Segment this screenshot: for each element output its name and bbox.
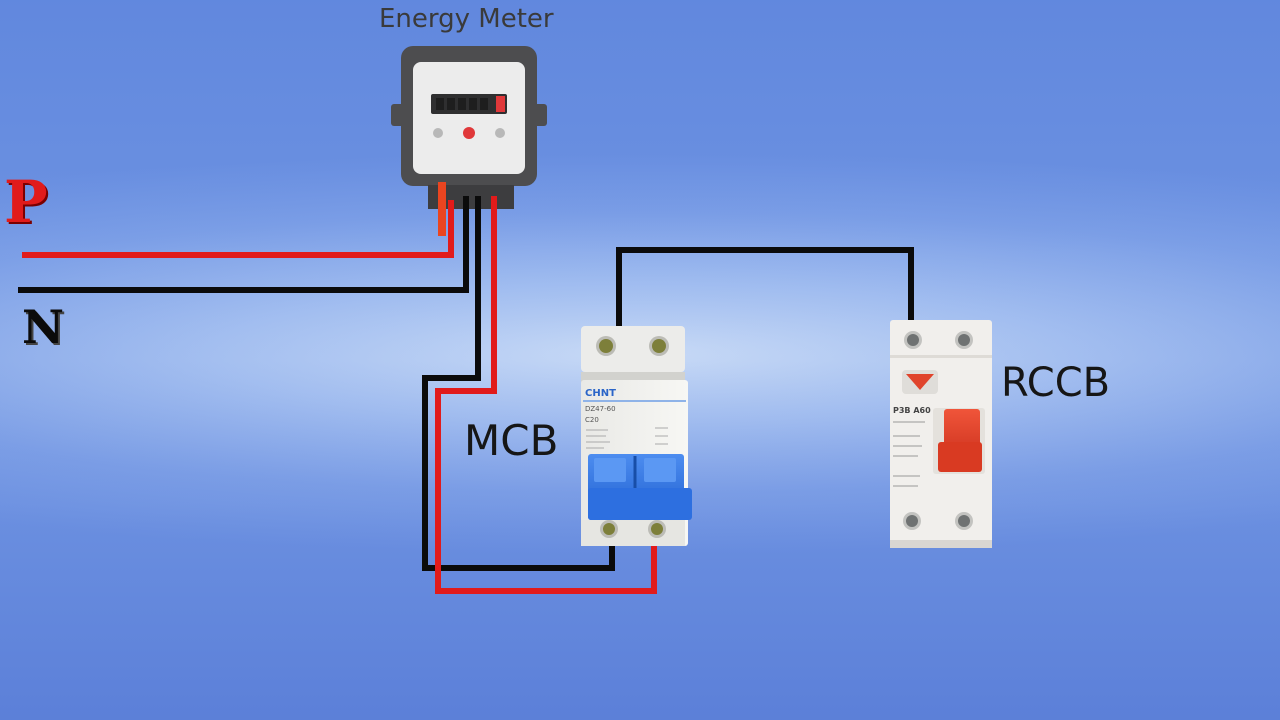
neutral-label: N [22, 300, 65, 354]
mcb-to-rccb-wire [616, 247, 914, 342]
mcb-brand-text: CHNT [585, 388, 616, 399]
neutral-meter-to-mcb-wire [422, 196, 615, 571]
phase-label: P [4, 168, 48, 236]
mcb-label: MCB [464, 416, 559, 465]
phase-input-wire [22, 200, 454, 258]
energy-meter [391, 46, 547, 236]
rccb-device: P3B A60 [890, 320, 992, 548]
rccb-model-text: P3B A60 [893, 406, 931, 415]
rccb-label: RCCB [1001, 360, 1111, 406]
mcb-toggle-left [594, 458, 626, 482]
wires [18, 196, 914, 594]
mcb-model-text: DZ47-60 [585, 405, 616, 413]
mcb-device: CHNT DZ47-60 C20 [581, 326, 692, 546]
mcb-rating-text: C20 [585, 416, 599, 424]
energy-meter-label: Energy Meter [379, 4, 554, 34]
rccb-test-button [906, 374, 934, 390]
mcb-toggle-right [644, 458, 676, 482]
neutral-input-wire [18, 196, 469, 293]
phase-meter-to-mcb-wire [435, 196, 657, 594]
